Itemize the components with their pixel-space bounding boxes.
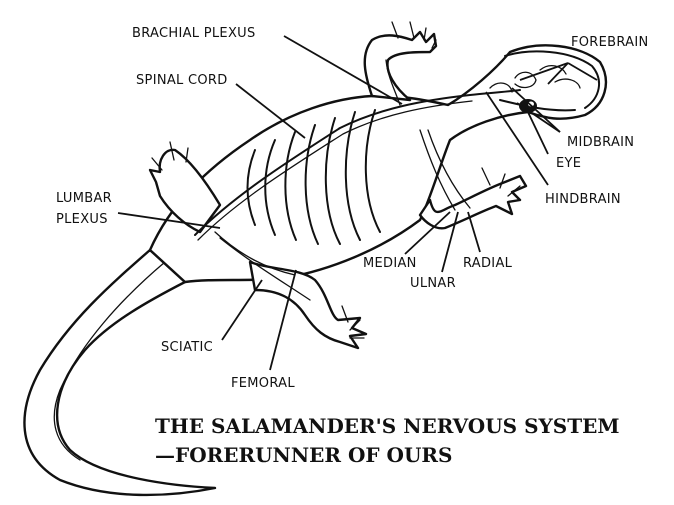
- hind-upper-leg: [148, 148, 222, 234]
- caption-line-2: —FORERUNNER OF OURS: [155, 443, 452, 467]
- label-spinal-cord: SPINAL CORD: [136, 73, 228, 88]
- label-femoral: FEMORAL: [231, 376, 295, 391]
- trunk: [148, 44, 608, 284]
- leader-forebrain-1: [519, 62, 569, 81]
- arm-nerves: [419, 129, 471, 211]
- head-outline: [504, 50, 601, 109]
- label-hindbrain: HINDBRAIN: [545, 192, 621, 207]
- leader-midbrain-1: [511, 87, 561, 133]
- leader-spinal-cord: [235, 83, 306, 139]
- label-midbrain: MIDBRAIN: [567, 135, 634, 150]
- tail: [23, 248, 217, 497]
- leg-nerves: [214, 231, 311, 301]
- leader-ulnar: [441, 211, 459, 273]
- front-right-leg: [363, 30, 438, 102]
- label-forebrain: FOREBRAIN: [571, 35, 649, 50]
- leader-radial: [467, 211, 481, 253]
- ribs: [246, 109, 381, 245]
- label-plexus: PLEXUS: [56, 212, 108, 227]
- leader-hindbrain: [485, 91, 549, 186]
- leader-sciatic: [221, 279, 263, 341]
- brain-midbrain: [514, 71, 537, 89]
- front-left-leg: [418, 174, 528, 230]
- caption-line-1: THE SALAMANDER'S NERVOUS SYSTEM: [155, 414, 620, 438]
- brain-forebrain-lobes: [539, 64, 581, 89]
- hind-lower-toes: [341, 305, 365, 339]
- label-sciatic: SCIATIC: [161, 340, 213, 355]
- spinal-cord-inner: [197, 100, 473, 241]
- leader-forebrain-2: [547, 62, 569, 85]
- label-median: MEDIAN: [363, 256, 417, 271]
- leader-midbrain-2: [516, 102, 561, 133]
- front-left-toes: [481, 167, 521, 197]
- leader-eye: [525, 107, 549, 155]
- label-eye: EYE: [556, 156, 581, 171]
- front-right-toes: [391, 21, 437, 49]
- caption: THE SALAMANDER'S NERVOUS SYSTEM —FORERUN…: [155, 414, 620, 467]
- leader-lumbar-plexus: [117, 212, 221, 229]
- label-ulnar: ULNAR: [410, 276, 456, 291]
- leader-lines: [117, 35, 598, 371]
- leader-brachial-plexus: [283, 35, 403, 105]
- leader-forebrain-3: [567, 62, 598, 81]
- leader-femoral: [269, 269, 297, 371]
- brain-hindbrain: [489, 82, 513, 93]
- label-brachial-plexus: BRACHIAL PLEXUS: [132, 26, 256, 41]
- label-lumbar: LUMBAR: [56, 191, 112, 206]
- labels: BRACHIAL PLEXUS SPINAL CORD FOREBRAIN MI…: [56, 26, 649, 391]
- hind-upper-toes: [151, 141, 189, 171]
- hind-lower-leg: [248, 260, 368, 350]
- leader-median: [404, 211, 451, 255]
- label-radial: RADIAL: [463, 256, 513, 271]
- tail-spine-line: [53, 261, 166, 461]
